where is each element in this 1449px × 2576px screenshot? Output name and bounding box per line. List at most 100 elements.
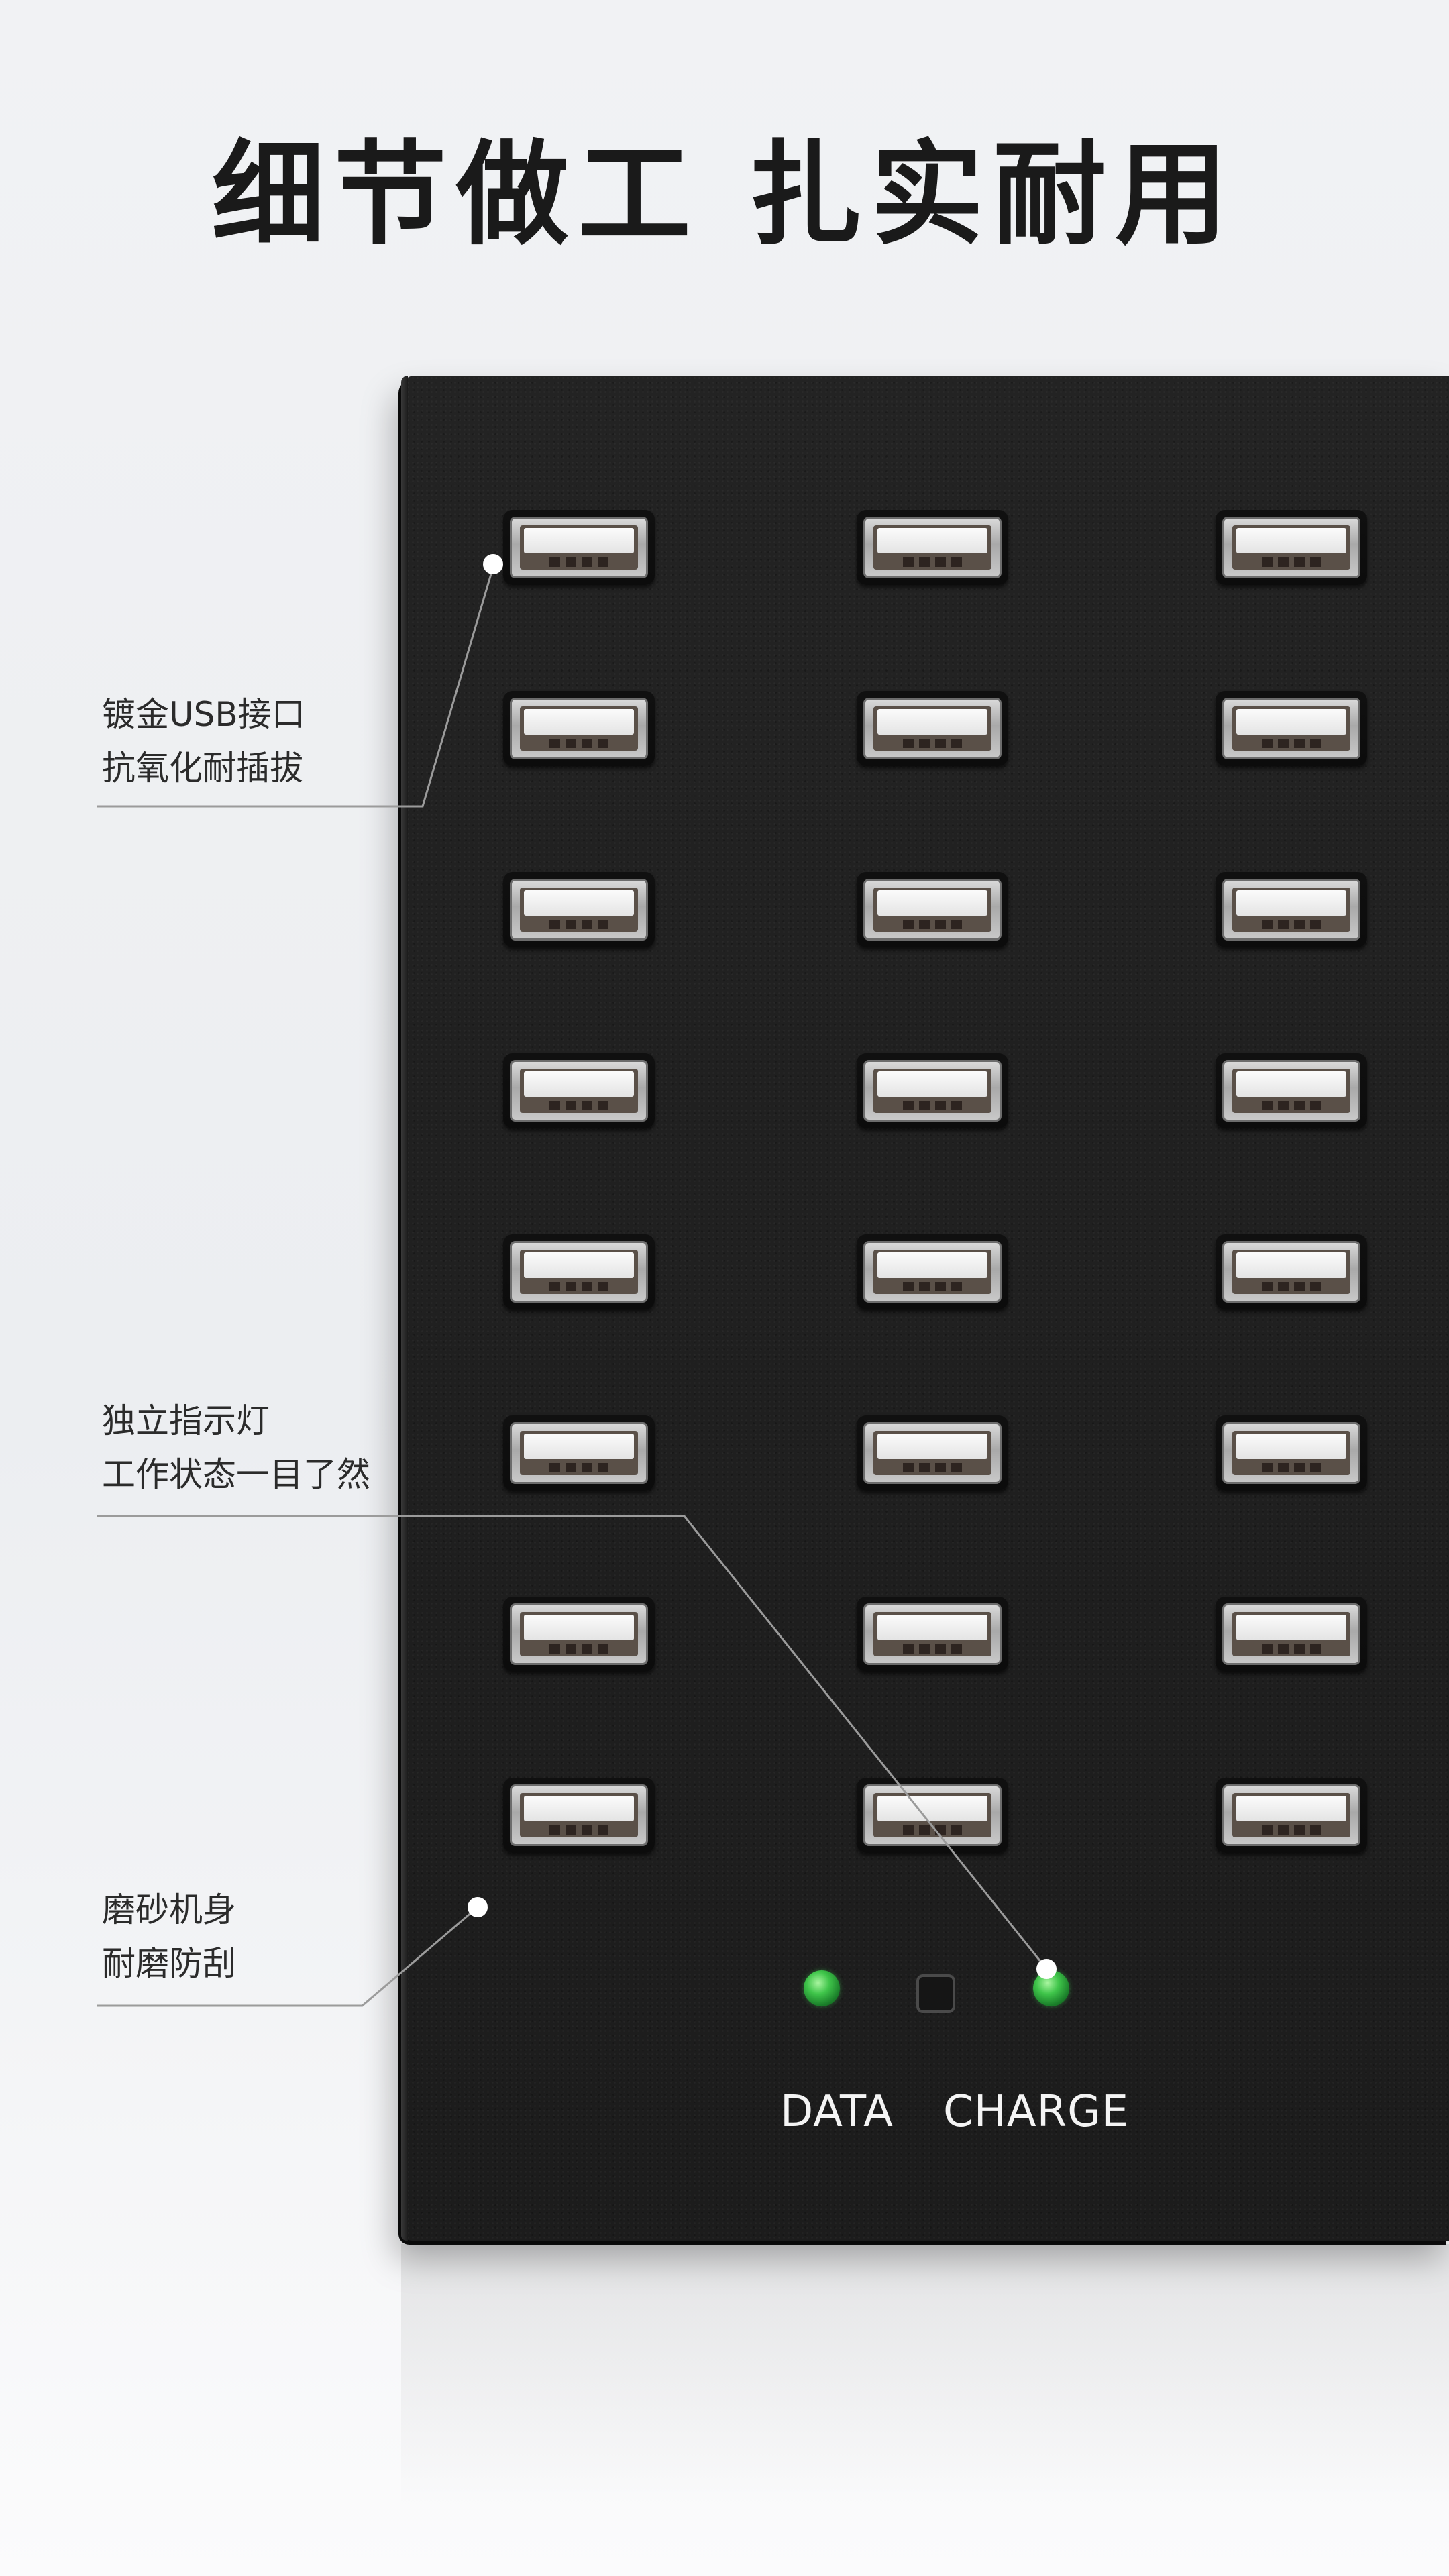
usb-port-shell (510, 698, 648, 759)
usb-pin (1310, 557, 1321, 567)
usb-port-tongue (524, 1252, 634, 1278)
usb-port-tongue (1236, 890, 1346, 916)
usb-port[interactable] (1216, 1597, 1367, 1672)
usb-port[interactable] (857, 1415, 1008, 1491)
usb-port[interactable] (503, 510, 655, 585)
usb-pin (566, 557, 576, 567)
usb-port[interactable] (857, 1597, 1008, 1672)
usb-port-shell (863, 1603, 1002, 1665)
usb-pin (935, 739, 946, 748)
mode-button[interactable] (916, 1974, 955, 2013)
usb-port[interactable] (857, 1234, 1008, 1309)
usb-port-tongue (524, 890, 634, 916)
usb-port[interactable] (503, 1234, 655, 1309)
usb-port-pins (549, 739, 608, 748)
usb-pin (549, 1101, 560, 1110)
usb-port[interactable] (1216, 691, 1367, 766)
usb-port-shell (510, 1422, 648, 1484)
usb-port-shell (863, 517, 1002, 578)
usb-port-pins (903, 557, 962, 567)
usb-pin (1310, 1644, 1321, 1654)
usb-pin (1262, 1825, 1273, 1835)
usb-pin (598, 557, 608, 567)
anchor-dot-indicator (1036, 1959, 1057, 1979)
usb-port[interactable] (857, 691, 1008, 766)
usb-port-cavity (520, 1069, 638, 1113)
usb-port-cavity (873, 706, 991, 751)
usb-pin (598, 1644, 608, 1654)
usb-pin (598, 739, 608, 748)
usb-port[interactable] (503, 1053, 655, 1128)
usb-port-shell (510, 1603, 648, 1665)
usb-port[interactable] (503, 691, 655, 766)
leader-line-indicator (97, 1515, 1048, 1970)
usb-port-pins (549, 1825, 608, 1835)
usb-pin (1278, 1101, 1289, 1110)
usb-pin (903, 557, 914, 567)
usb-pin (582, 1282, 592, 1291)
usb-port-tongue (877, 1615, 987, 1640)
usb-pin (582, 1825, 592, 1835)
usb-port[interactable] (1216, 1234, 1367, 1309)
usb-pin (1294, 1825, 1305, 1835)
usb-port-shell (1222, 1422, 1360, 1484)
usb-port[interactable] (503, 872, 655, 947)
usb-pin (903, 1101, 914, 1110)
usb-port-pins (1262, 1282, 1321, 1291)
usb-port-tongue (524, 528, 634, 553)
usb-port[interactable] (1216, 510, 1367, 585)
usb-port-tongue (524, 709, 634, 735)
panel-edge-highlight (401, 376, 408, 2241)
usb-port-shell (863, 1422, 1002, 1484)
usb-port[interactable] (1216, 1415, 1367, 1491)
usb-pin (919, 1282, 930, 1291)
usb-pin (935, 1282, 946, 1291)
usb-pin (566, 1825, 576, 1835)
callout-usb: 镀金USB接口 抗氧化耐插拔 (102, 688, 305, 795)
usb-port[interactable] (503, 1778, 655, 1853)
usb-pin (951, 1825, 962, 1835)
usb-pin (582, 1101, 592, 1110)
usb-port[interactable] (503, 1597, 655, 1672)
usb-port-cavity (520, 1793, 638, 1837)
usb-port-pins (903, 739, 962, 748)
usb-port[interactable] (1216, 872, 1367, 947)
usb-pin (1310, 920, 1321, 929)
charge-label: CHARGE (943, 2087, 1130, 2137)
usb-port-pins (549, 920, 608, 929)
usb-port[interactable] (1216, 1778, 1367, 1853)
usb-port[interactable] (503, 1415, 655, 1491)
usb-pin (919, 1825, 930, 1835)
usb-port-cavity (1232, 1431, 1350, 1475)
usb-pin (903, 1644, 914, 1654)
usb-pin (919, 1101, 930, 1110)
usb-pin (1262, 1463, 1273, 1472)
usb-port-cavity (1232, 706, 1350, 751)
usb-port-cavity (520, 1612, 638, 1656)
usb-pin (1278, 739, 1289, 748)
usb-pin (919, 920, 930, 929)
anchor-dot-body (468, 1897, 488, 1917)
usb-port-shell (1222, 517, 1360, 578)
usb-port[interactable] (1216, 1053, 1367, 1128)
usb-port-tongue (524, 1071, 634, 1097)
usb-pin (1262, 1644, 1273, 1654)
usb-port[interactable] (857, 1053, 1008, 1128)
usb-port-cavity (1232, 525, 1350, 570)
usb-port[interactable] (857, 872, 1008, 947)
usb-pin (598, 1282, 608, 1291)
usb-port-shell (510, 1241, 648, 1303)
usb-pin (598, 1101, 608, 1110)
usb-port-pins (903, 1101, 962, 1110)
usb-port-pins (549, 1101, 608, 1110)
usb-pin (935, 1101, 946, 1110)
usb-pin (598, 1463, 608, 1472)
usb-pin (903, 920, 914, 929)
usb-port[interactable] (857, 1778, 1008, 1853)
usb-pin (951, 1463, 962, 1472)
usb-pin (951, 1282, 962, 1291)
usb-port-tongue (877, 1071, 987, 1097)
callout-body-line1: 磨砂机身 (102, 1890, 236, 1929)
usb-port-cavity (873, 1612, 991, 1656)
usb-port[interactable] (857, 510, 1008, 585)
